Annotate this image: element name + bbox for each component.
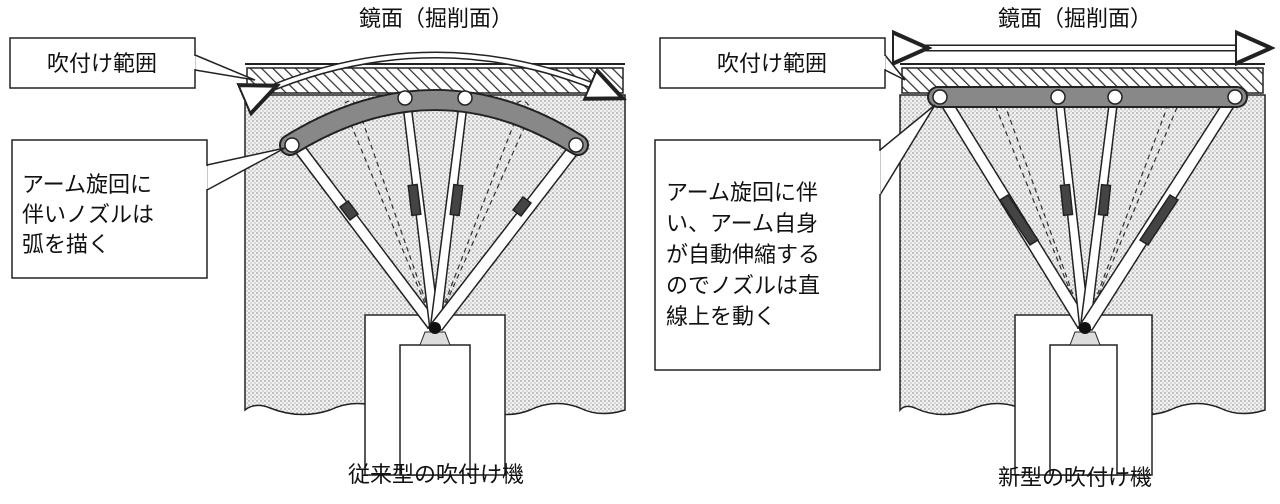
new-machine-panel: 鏡面（掘削面） bbox=[654, 7, 1265, 491]
nozzles bbox=[284, 90, 584, 153]
note-line: が自動伸縮する bbox=[666, 243, 820, 268]
range-label: 吹付け範囲 bbox=[47, 52, 157, 77]
pivot bbox=[1079, 322, 1091, 334]
range-label: 吹付け範囲 bbox=[717, 52, 827, 77]
machine-inner bbox=[1049, 344, 1118, 476]
machine-inner bbox=[399, 344, 471, 476]
note-line: 線上を動く bbox=[666, 305, 776, 330]
pivot bbox=[429, 322, 441, 334]
range-callout bbox=[659, 37, 886, 89]
note-line: アーム旋回に伴 bbox=[666, 181, 818, 206]
face-label: 鏡面（掘削面） bbox=[359, 7, 513, 32]
caption: 従来型の吹付け機 bbox=[348, 463, 524, 488]
note-line: のでノズルは直 bbox=[666, 274, 820, 299]
note-line: い、アーム自身 bbox=[666, 212, 818, 237]
note-line: 伴いノズルは bbox=[22, 203, 154, 228]
spray-range-arrow bbox=[262, 53, 608, 92]
arc-boom bbox=[281, 91, 587, 154]
range-callout bbox=[9, 37, 196, 89]
note-callout bbox=[654, 139, 881, 371]
note-line: アーム旋回に bbox=[22, 173, 152, 198]
face-label: 鏡面（掘削面） bbox=[998, 7, 1152, 32]
caption: 新型の吹付け機 bbox=[998, 466, 1152, 491]
conventional-machine-panel: 鏡面（掘削面） bbox=[9, 7, 625, 488]
note-callout bbox=[11, 139, 208, 279]
note-line: 弧を描く bbox=[22, 233, 110, 258]
nozzles bbox=[932, 89, 1243, 105]
